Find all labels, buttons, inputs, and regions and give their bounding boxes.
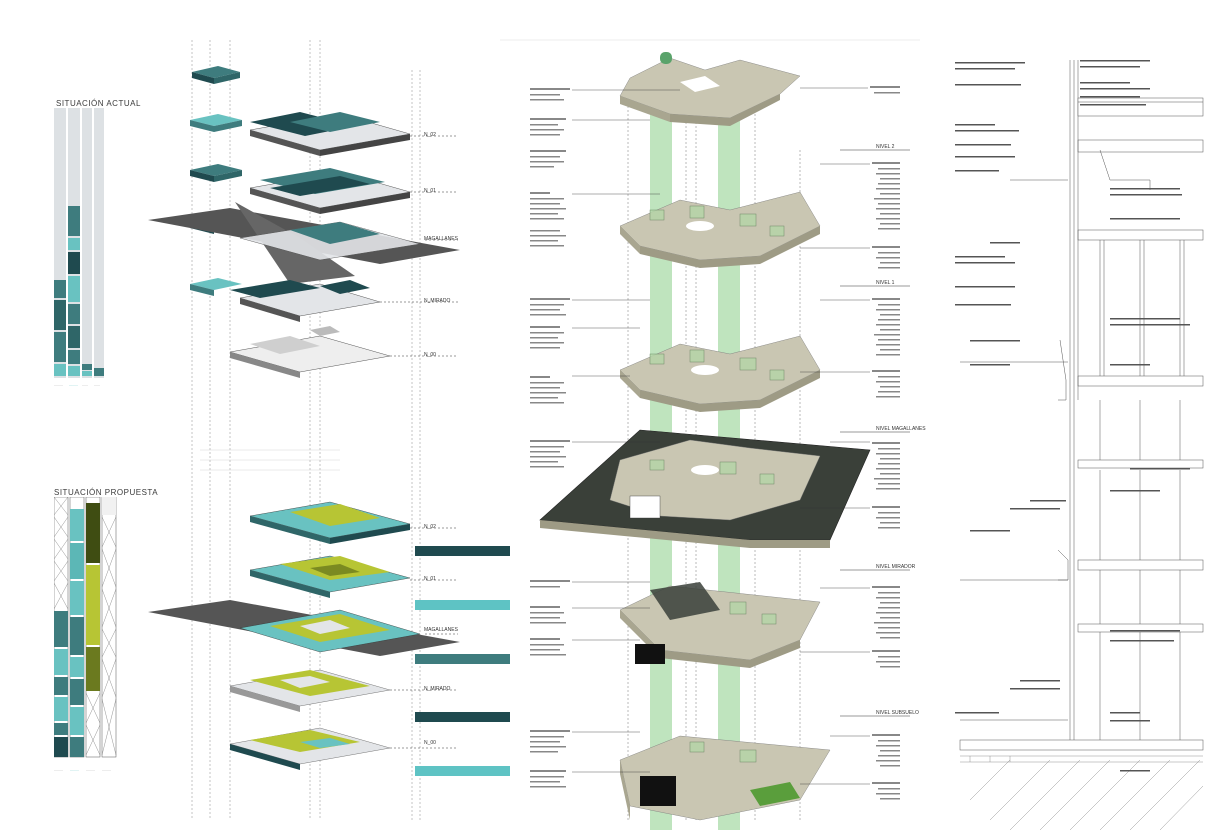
svg-text:......: ...... bbox=[82, 383, 88, 387]
situacion-actual-title: SITUACIÓN ACTUAL bbox=[56, 99, 141, 108]
axo-label-magallanes-top: MAGALLANES bbox=[424, 236, 458, 242]
axo-label-n02-bottom: N_02 bbox=[424, 524, 436, 530]
axo-label-mirado-bottom: N_MIRADO bbox=[424, 686, 451, 692]
situacion-propuesta-diagram: ......... ......... ......... ......... bbox=[54, 497, 117, 772]
svg-text:.........: ......... bbox=[86, 768, 95, 772]
axo-label-n01-top: N_01 bbox=[424, 188, 436, 194]
svg-text:.........: ......... bbox=[102, 768, 111, 772]
level-label-nivel-1: NIVEL 1 bbox=[876, 280, 895, 286]
level-label-nivel-subsuelo: NIVEL SUBSUELO bbox=[876, 710, 919, 716]
situacion-propuesta-title: SITUACIÓN PROPUESTA bbox=[54, 488, 159, 497]
axo-label-n02-top: N_02 bbox=[424, 132, 436, 138]
situacion-actual-diagram: ......... ......... ...... ...... bbox=[54, 108, 104, 387]
level-label-nivel-magallanes: NIVEL MAGALLANES bbox=[876, 426, 926, 432]
axo-label-magallanes-bottom: MAGALLANES bbox=[424, 627, 458, 633]
svg-text:.........: ......... bbox=[54, 383, 63, 387]
svg-text:......: ...... bbox=[94, 383, 100, 387]
axo-label-n01-bottom: N_01 bbox=[424, 576, 436, 582]
svg-text:.........: ......... bbox=[69, 383, 78, 387]
svg-text:.........: ......... bbox=[70, 768, 79, 772]
axo-label-mirado-top: N_MIRADO bbox=[424, 298, 451, 304]
level-label-nivel-2: NIVEL 2 bbox=[876, 144, 895, 150]
exploded-axo-diagram bbox=[148, 40, 510, 820]
construction-section-detail bbox=[955, 60, 1204, 830]
svg-text:.........: ......... bbox=[54, 768, 63, 772]
axo-label-n00-bottom: N_00 bbox=[424, 740, 436, 746]
axo-label-n00-top: N_00 bbox=[424, 352, 436, 358]
central-axo-tower bbox=[500, 39, 920, 830]
level-label-nivel-mirador: NIVEL MIRADOR bbox=[876, 564, 916, 570]
